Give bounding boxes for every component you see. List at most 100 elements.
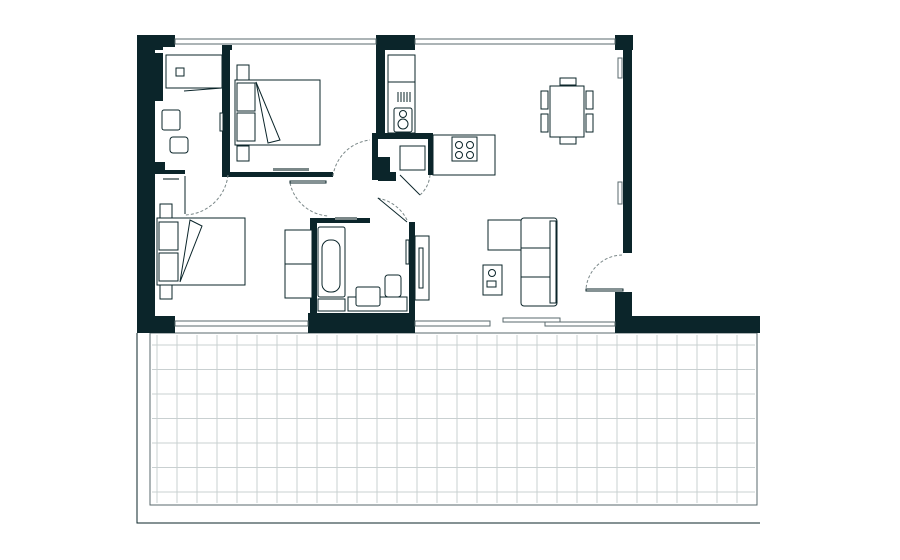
wall-left bbox=[137, 35, 155, 333]
radiator-icon bbox=[163, 178, 179, 180]
terrace bbox=[136, 332, 760, 524]
window-right bbox=[617, 57, 623, 79]
wall-bathroom-top bbox=[310, 218, 370, 223]
pillow-icon bbox=[236, 112, 256, 142]
nightstand-icon bbox=[236, 64, 250, 81]
ensuite-fixtures bbox=[161, 54, 224, 154]
door-leaf[interactable] bbox=[585, 288, 624, 292]
nightstand-icon bbox=[236, 145, 250, 162]
washer-icon bbox=[399, 145, 426, 171]
window-top-bedroom bbox=[174, 38, 377, 45]
wall-bottom-bathroom bbox=[308, 313, 415, 333]
wall-ensuite bbox=[155, 53, 163, 101]
terrace-wall bbox=[615, 316, 760, 333]
interior-walls bbox=[155, 48, 433, 316]
living-area bbox=[482, 217, 558, 307]
window-right bbox=[617, 181, 623, 205]
shower-drain-icon bbox=[175, 67, 185, 77]
door-bedroom2-swing[interactable] bbox=[184, 174, 229, 216]
sink-bowl bbox=[397, 118, 409, 130]
kitchen bbox=[387, 54, 496, 176]
wall-right bbox=[623, 35, 632, 253]
bath-panel bbox=[317, 298, 346, 312]
sofa-back bbox=[549, 220, 557, 304]
radiator-icon bbox=[335, 217, 357, 220]
door-hall-swing[interactable] bbox=[376, 197, 408, 221]
shower bbox=[165, 54, 223, 89]
wall-utility-corner bbox=[378, 172, 396, 181]
sink-icon bbox=[393, 107, 413, 133]
door-leaf[interactable] bbox=[377, 197, 408, 223]
wall-stub bbox=[222, 45, 232, 50]
chair-icon bbox=[540, 113, 549, 133]
wall-utility-left bbox=[372, 133, 378, 180]
sink-bowl bbox=[399, 110, 407, 118]
door-leaf[interactable] bbox=[289, 180, 327, 184]
basin-icon bbox=[161, 109, 181, 131]
chair-icon bbox=[585, 113, 594, 133]
towel-rail-icon bbox=[405, 239, 410, 265]
toilet-icon bbox=[169, 136, 189, 154]
hob-icon bbox=[451, 136, 478, 162]
hob-ring bbox=[466, 141, 474, 149]
terrace-paving-grid bbox=[152, 335, 755, 503]
wall-stub bbox=[155, 162, 165, 172]
window-bottom-bedroom bbox=[174, 320, 309, 327]
nightstand-icon bbox=[159, 203, 173, 219]
door-entrance-swing[interactable] bbox=[585, 254, 623, 290]
sliding-door-panel[interactable] bbox=[502, 317, 561, 323]
wall-bathroom-right bbox=[409, 222, 415, 316]
pillow-icon bbox=[158, 252, 179, 282]
terrace-outer-edge bbox=[136, 333, 760, 524]
door-bathroom-swing[interactable] bbox=[289, 182, 329, 217]
wall-bedroom1-left bbox=[222, 48, 230, 176]
wall-bedroom1-bottom bbox=[222, 172, 333, 177]
dining-table-icon bbox=[549, 85, 585, 138]
hob-ring bbox=[455, 151, 463, 159]
door-utility-swing[interactable] bbox=[419, 174, 431, 196]
bedcover-fold bbox=[179, 219, 203, 283]
wall-kitchen bbox=[376, 50, 385, 136]
toilet-icon bbox=[384, 274, 402, 298]
door-bedroom1-swing[interactable] bbox=[332, 139, 371, 177]
chair-icon bbox=[585, 90, 594, 110]
sofa-icon bbox=[520, 217, 558, 307]
outer-walls bbox=[137, 35, 760, 333]
wall-stub bbox=[155, 47, 163, 50]
sofa-chaise bbox=[487, 219, 522, 251]
door-utility-leaf[interactable] bbox=[399, 174, 421, 196]
pillow-icon bbox=[158, 221, 179, 251]
bathtub-basin bbox=[321, 239, 341, 293]
bedroom-1 bbox=[234, 64, 321, 171]
wall-ensuite-bottom bbox=[155, 170, 185, 174]
pillar-top-left bbox=[137, 35, 175, 47]
basin-icon bbox=[355, 286, 381, 307]
bathroom bbox=[317, 217, 430, 312]
drainer-icon bbox=[397, 92, 411, 102]
window-bottom-living bbox=[414, 320, 491, 327]
pillar-bottom-left bbox=[137, 316, 175, 333]
sliding-door-panel[interactable] bbox=[544, 321, 616, 327]
pillow-icon bbox=[236, 82, 256, 112]
chair-icon bbox=[540, 90, 549, 110]
wall-utility-right bbox=[428, 133, 433, 175]
radiator-icon bbox=[219, 112, 224, 132]
dining-set bbox=[540, 77, 594, 145]
cupboard-detail bbox=[418, 247, 424, 289]
book-icon bbox=[486, 280, 497, 288]
window-top-living bbox=[414, 38, 616, 45]
radiator-icon bbox=[273, 168, 309, 171]
chair-icon bbox=[559, 136, 577, 145]
bedroom-2 bbox=[156, 178, 313, 300]
bedcover-fold bbox=[255, 81, 281, 144]
hob-ring bbox=[455, 141, 463, 149]
wall-utility-top bbox=[372, 133, 432, 139]
plant-icon bbox=[488, 269, 496, 277]
hob-ring bbox=[466, 151, 474, 159]
wall-bathroom-left bbox=[310, 219, 317, 315]
windows bbox=[174, 38, 623, 327]
chair-icon bbox=[559, 77, 577, 86]
pillar-top-mid bbox=[376, 35, 415, 50]
nightstand-icon bbox=[159, 284, 173, 300]
